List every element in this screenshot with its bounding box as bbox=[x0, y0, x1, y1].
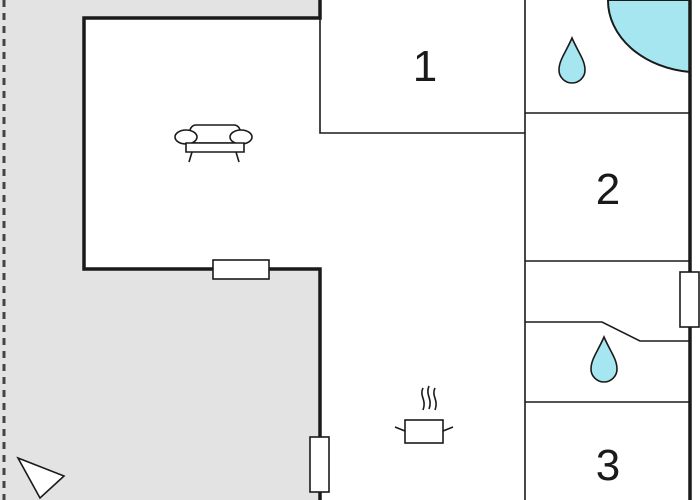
main-walls bbox=[82, 0, 692, 500]
cooking-pot-icon bbox=[394, 385, 454, 444]
window-kitchen bbox=[309, 436, 330, 493]
interior-walls bbox=[319, 0, 690, 500]
water-drop-icon bbox=[590, 334, 618, 383]
water-drop-icon bbox=[558, 35, 586, 84]
window-living-room bbox=[212, 259, 270, 280]
room-label-3: 3 bbox=[596, 441, 620, 490]
room-label-2: 2 bbox=[596, 165, 620, 214]
pool-area bbox=[606, 0, 691, 74]
room-label-1: 1 bbox=[413, 42, 437, 91]
compass-arrow-icon bbox=[16, 456, 66, 500]
window-right bbox=[679, 271, 700, 328]
sofa-icon bbox=[174, 124, 253, 163]
outdoor-area bbox=[0, 0, 320, 500]
